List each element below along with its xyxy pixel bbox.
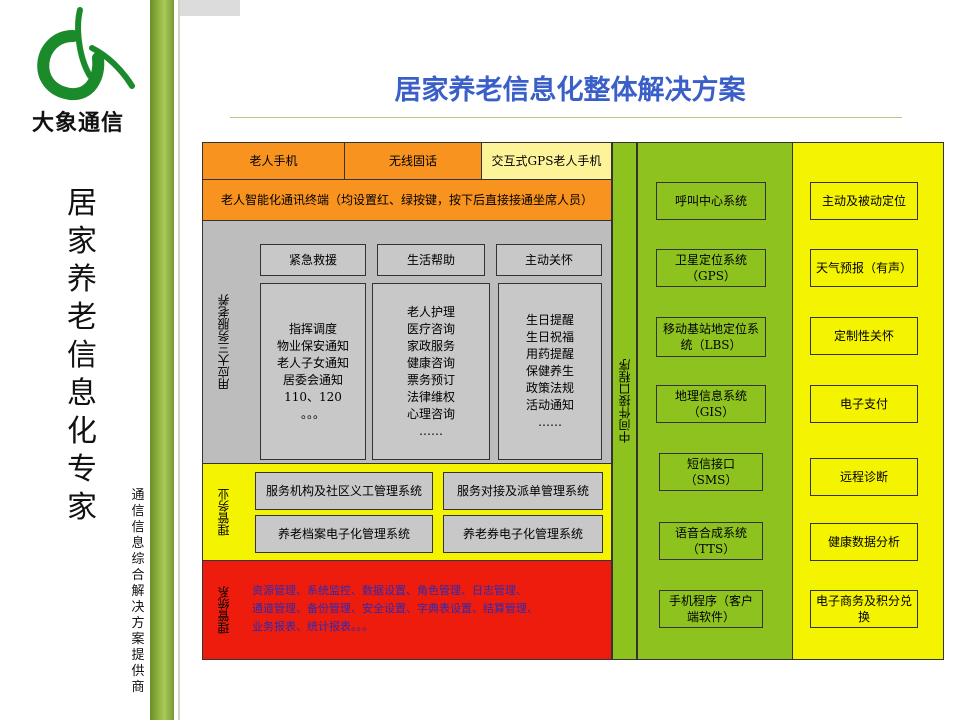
- list-item: 110、120: [284, 389, 342, 404]
- list-item: 票务预订: [406, 372, 455, 387]
- logo-text: 大象通信: [31, 111, 124, 136]
- feature-item-health-data: 健康数据分析: [810, 523, 918, 561]
- list-item: 物业保安通知: [276, 338, 349, 353]
- list-item: 活动通知: [525, 398, 574, 412]
- system-functions-line: 资源管理、系统监控、数据设置、角色管理、日志管理、: [252, 584, 527, 597]
- vertical-subtitle-text: 通信信息综合解决方案提供商: [131, 488, 145, 695]
- service-column-life-help: 老人护理 医疗咨询 家政服务 健康咨询 票务预订 法律维权 心理咨询 ……: [372, 283, 490, 460]
- system-functions-line: 通道管理、备份管理、安全设置、字典表设置、结算管理、: [252, 602, 538, 615]
- terminal-description: 老人智能化通讯终端（均设置红、绿按键，按下后直接接通坐席人员）: [202, 179, 612, 221]
- system-side-label: 理管统系: [202, 560, 244, 660]
- business-item-4: 养老券电子化管理系统: [443, 515, 603, 553]
- title-divider: [230, 117, 902, 118]
- list-item: 。。。: [300, 406, 325, 421]
- list-item: 生日祝福: [525, 330, 574, 344]
- feature-item-remote-diagnosis: 远程诊断: [810, 458, 918, 496]
- system-item-sms: 短信接口（SMS）: [659, 453, 763, 491]
- system-item-lbs: 移动基站地定位系统（LBS）: [656, 317, 766, 357]
- list-item: 健康咨询: [406, 355, 455, 370]
- list-item: ……: [538, 415, 562, 429]
- middleware-bar: 中间件接口程序: [612, 142, 637, 660]
- system-item-gps: 卫星定位系统（GPS）: [656, 249, 766, 287]
- feature-item-payment: 电子支付: [810, 385, 918, 423]
- list-item: 用药提醒: [525, 347, 574, 361]
- corner-tab: [180, 0, 240, 16]
- vertical-subtitle: 通信信息综合解决方案提供商: [128, 488, 148, 696]
- list-item: 保健养生: [525, 364, 574, 378]
- services-side-label-text: 用应大三务服老养: [217, 294, 231, 390]
- system-functions: 资源管理、系统监控、数据设置、角色管理、日志管理、 通道管理、备份管理、安全设置…: [246, 580, 610, 650]
- list-item: 家政服务: [406, 338, 455, 353]
- brand-panel: 大象通信 居家养老信息化专家 通信信息综合解决方案提供商: [0, 0, 150, 720]
- business-item-1: 服务机构及社区义工管理系统: [255, 472, 433, 510]
- feature-item-positioning: 主动及被动定位: [810, 182, 918, 220]
- system-item-call-center: 呼叫中心系统: [656, 182, 766, 220]
- service-column-emergency: 指挥调度 物业保安通知 老人子女通知 居委会通知 110、120 。。。: [260, 283, 366, 460]
- middleware-label: 中间件接口程序: [618, 359, 632, 443]
- system-section: [202, 560, 612, 660]
- system-item-gis: 地理信息系统（GIS）: [656, 385, 766, 423]
- terminal-item-3: 交互式GPS老人手机: [481, 142, 612, 180]
- list-item: 医疗咨询: [406, 321, 455, 336]
- vertical-title-text: 居家养老信息化专家: [67, 186, 97, 525]
- business-side-label-text: 理管务业: [217, 488, 231, 536]
- system-item-client-app: 手机程序（客户端软件）: [659, 590, 763, 628]
- stripe-divider: [178, 0, 180, 720]
- service-header-life-help: 生活帮助: [377, 244, 485, 276]
- terminal-item-1: 老人手机: [202, 142, 345, 180]
- list-item: 老人子女通知: [276, 355, 349, 370]
- system-side-label-text: 理管统系: [217, 586, 231, 634]
- service-header-care: 主动关怀: [496, 244, 602, 276]
- list-item: 政策法规: [525, 381, 574, 395]
- vertical-title: 居家养老信息化专家: [62, 185, 102, 527]
- feature-item-weather: 天气预报（有声）: [810, 249, 918, 287]
- system-functions-line: 业务报表、统计报表。。。: [252, 620, 373, 633]
- list-item: ……: [419, 423, 443, 438]
- service-column-care: 生日提醒 生日祝福 用药提醒 保健养生 政策法规 活动通知 ……: [498, 283, 602, 460]
- business-item-2: 服务对接及派单管理系统: [443, 472, 603, 510]
- business-side-label: 理管务业: [202, 463, 244, 561]
- list-item: 法律维权: [406, 389, 455, 404]
- business-item-3: 养老档案电子化管理系统: [255, 515, 433, 553]
- page-title: 居家养老信息化整体解决方案: [394, 75, 746, 106]
- logo-icon: [37, 7, 135, 101]
- list-item: 指挥调度: [288, 321, 337, 336]
- list-item: 生日提醒: [525, 313, 574, 327]
- list-item: 心理咨询: [406, 406, 455, 421]
- feature-item-custom-care: 定制性关怀: [810, 317, 918, 355]
- service-header-emergency: 紧急救援: [260, 244, 366, 276]
- list-item: 居委会通知: [282, 372, 343, 387]
- services-side-label: 用应大三务服老养: [202, 220, 244, 464]
- green-stripe: [150, 0, 174, 720]
- terminal-item-2: 无线固话: [344, 142, 482, 180]
- list-item: 老人护理: [406, 304, 455, 319]
- feature-item-ecommerce: 电子商务及积分兑换: [810, 590, 918, 628]
- system-item-tts: 语音合成系统（TTS）: [659, 522, 763, 560]
